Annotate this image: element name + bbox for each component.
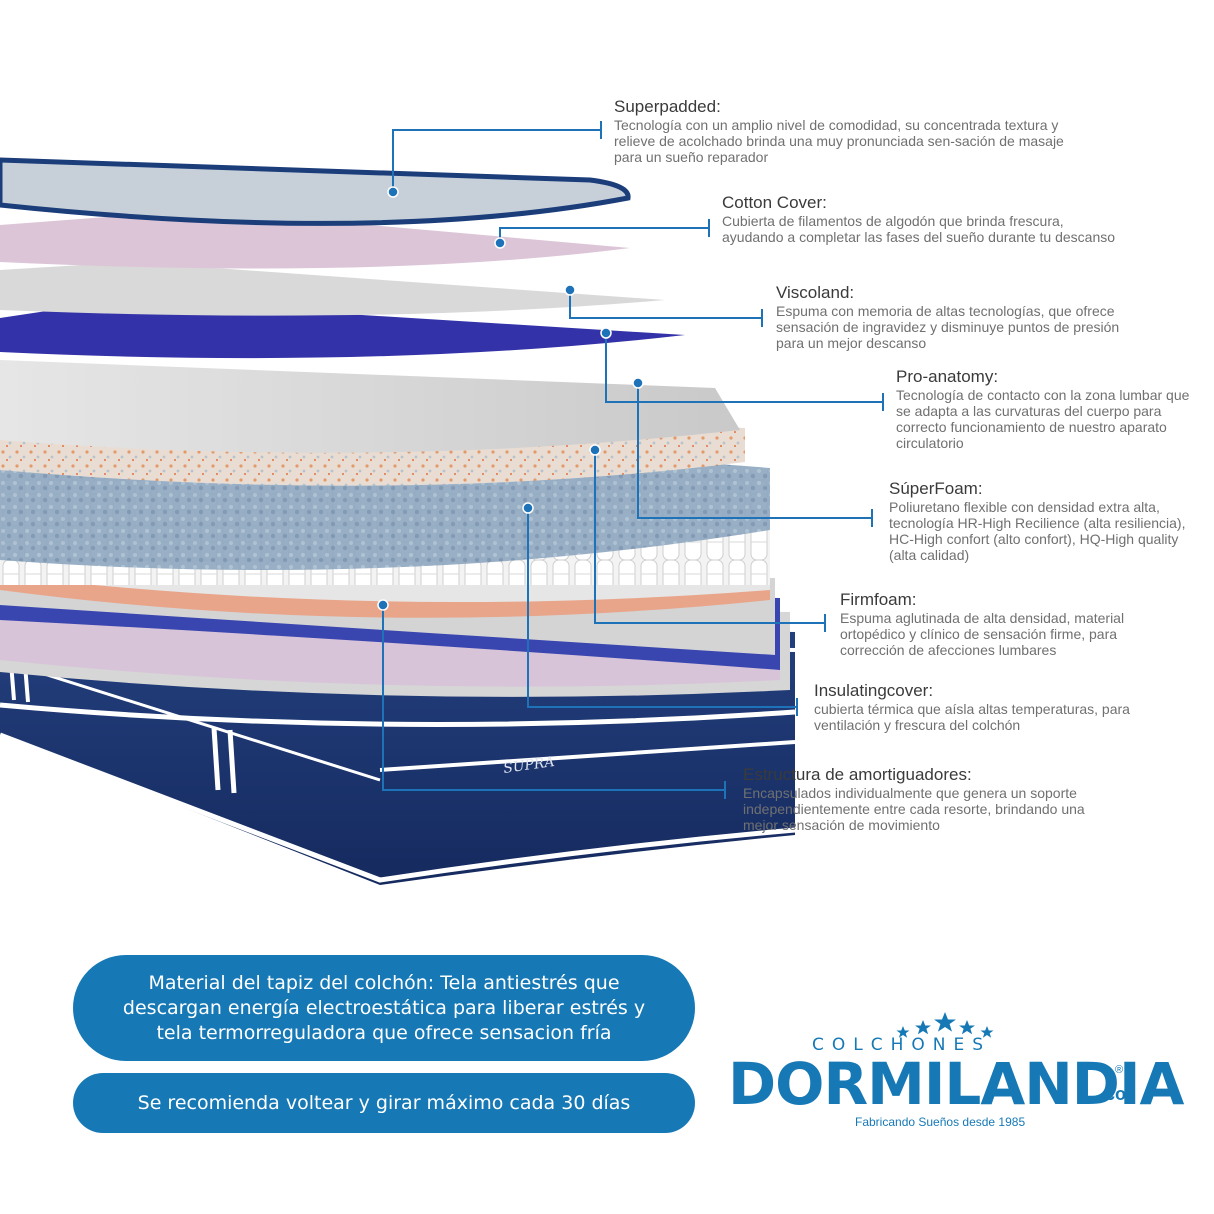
- callout-title: Superpadded:: [614, 97, 721, 116]
- callout-description: Poliuretano flexible con densidad extra …: [889, 499, 1186, 563]
- stars-icon: [896, 1012, 994, 1038]
- callout-description: Encapsulados individualmente que genera …: [743, 785, 1085, 833]
- callout-superfoam: SúperFoam: Poliuretano flexible con dens…: [889, 479, 1204, 563]
- callout-viscoland: Viscoland: Espuma con memoria de altas t…: [776, 283, 1136, 351]
- layer-cotton-cover: [0, 210, 630, 269]
- flip-recommendation-banner: Se recomienda voltear y girar máximo cad…: [73, 1073, 695, 1133]
- logo-registered: ®: [1115, 1064, 1124, 1076]
- logo-domain-suffix: .co: [1100, 1084, 1127, 1104]
- layer-viscoland-grey: [0, 262, 665, 316]
- callout-title: Pro-anatomy:: [896, 367, 999, 386]
- callout-description: cubierta térmica que aísla altas tempera…: [814, 701, 1130, 733]
- callout-firmfoam: Firmfoam: Espuma aglutinada de alta dens…: [840, 590, 1180, 658]
- callout-description: Tecnología de contacto con la zona lumba…: [896, 387, 1190, 451]
- layer-pro-anatomy: [0, 360, 740, 453]
- layer-superpadded: [0, 157, 631, 226]
- callout-title: Viscoland:: [776, 283, 855, 302]
- callout-title: Firmfoam:: [840, 590, 917, 609]
- callout-description: Espuma aglutinada de alta densidad, mate…: [840, 610, 1125, 658]
- callout-cotton-cover: Cotton Cover: Cubierta de filamentos de …: [722, 193, 1122, 245]
- callout-description: Tecnología con un amplio nivel de comodi…: [614, 117, 1064, 165]
- callout-insulatingcover: Insulatingcover: cubierta térmica que aí…: [814, 681, 1154, 733]
- leader-dots: [377, 186, 644, 611]
- material-banner-text: Material del tapiz del colchón: Tela ant…: [122, 971, 646, 1044]
- callout-superpadded: Superpadded: Tecnología con un amplio ni…: [614, 97, 1084, 165]
- callout-description: Espuma con memoria de altas tecnologías,…: [776, 303, 1120, 351]
- callout-title: Cotton Cover:: [722, 193, 827, 212]
- callout-title: SúperFoam:: [889, 479, 983, 498]
- callout-title: Estructura de amortiguadores:: [743, 765, 972, 784]
- logo-wordmark: DORMILANDIA: [728, 1050, 1184, 1118]
- brand-logo: COLCHONES DORMILANDIA ® .co Fabricando S…: [720, 1012, 1184, 1132]
- callout-estructura: Estructura de amortiguadores: Encapsulad…: [743, 765, 1103, 833]
- flip-banner-text: Se recomienda voltear y girar máximo cad…: [137, 1092, 631, 1114]
- callout-title: Insulatingcover:: [814, 681, 934, 700]
- mattress-brand-label: SUPRA: [502, 754, 555, 777]
- logo-colchones: COLCHONES: [812, 1035, 992, 1055]
- callout-description: Cubierta de filamentos de algodón que br…: [722, 213, 1116, 245]
- material-banner: Material del tapiz del colchón: Tela ant…: [73, 955, 695, 1061]
- callout-pro-anatomy: Pro-anatomy: Tecnología de contacto con …: [896, 367, 1196, 451]
- logo-tagline: Fabricando Sueños desde 1985: [855, 1115, 1026, 1129]
